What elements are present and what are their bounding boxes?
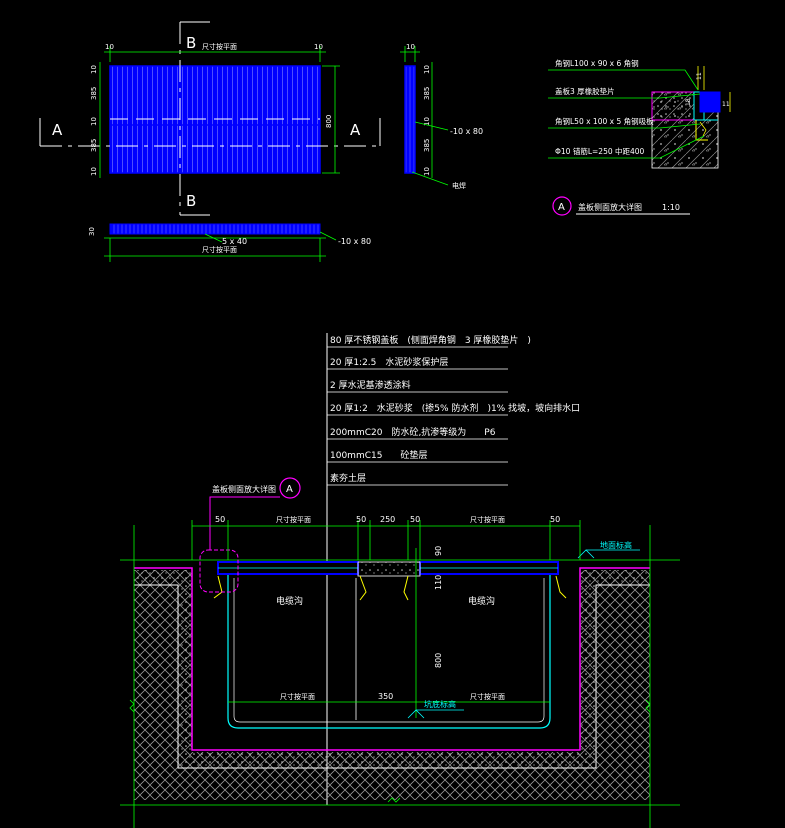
size-left: 尺寸按平面	[276, 515, 311, 524]
bottom-elevation: 坑底标高	[424, 699, 456, 709]
detail-label-2: 盖板3 厚橡胶垫片	[555, 86, 615, 96]
side-dim-1: 10	[423, 65, 431, 74]
right-dim: 800	[325, 115, 333, 128]
bottom-label-b: -10 x 80	[338, 237, 371, 246]
section-a-left-label: A	[52, 121, 63, 139]
dim-110: 110	[434, 575, 443, 590]
note-2: 20 厚1:2.5 水泥砂浆保护层	[330, 356, 448, 368]
note-1: 80 厚不锈钢盖板 (侧面焊角钢 3 厚橡胶垫片 )	[330, 334, 531, 346]
plan-view-grating: B B A A 10 10 尺寸按平面 10 385 10 385 10 800	[39, 21, 381, 262]
detail-label-1: 角钢L100 x 90 x 6 角钢	[555, 58, 639, 68]
dim-50-left: 50	[215, 515, 225, 524]
note-4: 20 厚1:2 水泥砂浆 (掺5% 防水剂 )1% 找坡，坡向排水口	[330, 402, 580, 414]
side-label-flat: -10 x 80	[450, 127, 483, 136]
section-bar	[109, 223, 321, 235]
top-dim-right: 10	[314, 43, 323, 51]
bottom-dim-label: 尺寸按平面	[202, 245, 237, 254]
dim-50-mid1: 50	[356, 515, 366, 524]
side-dim-2: 385	[423, 87, 431, 100]
left-dim-2: 385	[90, 87, 98, 100]
bottom-size-right: 尺寸按平面	[470, 692, 505, 701]
detail-dim-mid: 18	[685, 98, 692, 106]
notes-ladder: 80 厚不锈钢盖板 (侧面焊角钢 3 厚橡胶垫片 ) 20 厚1:2.5 水泥砂…	[326, 333, 580, 805]
ground-label: 地面标高	[600, 540, 632, 550]
side-label-weld: 电焊	[452, 181, 466, 190]
side-bar	[404, 65, 416, 174]
bottom-label-a: 5 x 40	[222, 237, 247, 246]
dim-50-right: 50	[550, 515, 560, 524]
section-b-top-label: B	[186, 34, 196, 52]
section-b-bottom-label: B	[186, 192, 196, 210]
trench-section: 地面标高 A 盖板侧面放大详图 50 尺寸按平面 50 250 50 尺寸按平面…	[120, 477, 680, 828]
note-7: 素夯土层	[330, 472, 366, 484]
detail-label-4: Φ10 锚筋L=250 中距400	[555, 146, 645, 156]
detail-scale: 1:10	[662, 203, 680, 212]
callout-marker-circle	[279, 477, 301, 499]
dim-800: 800	[434, 653, 443, 668]
note-3: 2 厚水泥基渗透涂料	[330, 379, 411, 391]
side-dim-4: 385	[423, 139, 431, 152]
top-dim-left: 10	[105, 43, 114, 51]
section-a-right-label: A	[350, 121, 361, 139]
dim-250: 250	[380, 515, 395, 524]
detail-marker-circle	[552, 196, 572, 216]
note-6: 100mmC15 砼垫层	[330, 449, 427, 461]
top-dim-label: 尺寸按平面	[202, 42, 237, 51]
side-dim-3: 10	[423, 117, 431, 126]
dim-50-mid2: 50	[410, 515, 420, 524]
left-dim-5: 10	[90, 167, 98, 176]
detail-title: 盖板侧面放大详图	[578, 202, 642, 212]
side-dim-5: 10	[423, 167, 431, 176]
trench-right-label: 电缆沟	[468, 595, 495, 607]
side-view: 10 10 385 10 385 10 -10 x 80 电焊	[400, 43, 483, 190]
size-right: 尺寸按平面	[470, 515, 505, 524]
note-5: 200mmC20 防水砼,抗渗等级为 P6	[330, 426, 496, 438]
bottom-size-left: 尺寸按平面	[280, 692, 315, 701]
trench-left-label: 电缆沟	[276, 595, 303, 607]
left-dim-4: 385	[90, 139, 98, 152]
left-dim-1: 10	[90, 65, 98, 74]
detail-marker-text: A	[558, 202, 565, 213]
left-dim-3: 10	[90, 117, 98, 126]
callout-text: 盖板侧面放大详图	[212, 484, 276, 494]
side-top-dim: 10	[406, 43, 415, 51]
detail-dim-small: 11	[696, 72, 703, 80]
detail-a: 11 18 11 角钢L100 x 90 x 6 角钢 盖板3 厚橡胶垫片 角钢…	[548, 58, 731, 216]
callout-marker: A	[286, 484, 293, 495]
bottom-dim-left: 30	[88, 227, 96, 236]
detail-dim-right: 11	[722, 101, 730, 108]
dim-90: 90	[434, 546, 443, 556]
bottom-dim-350: 350	[378, 692, 393, 701]
detail-label-3: 角钢L50 x 100 x 5 角钢吸板	[555, 116, 654, 126]
